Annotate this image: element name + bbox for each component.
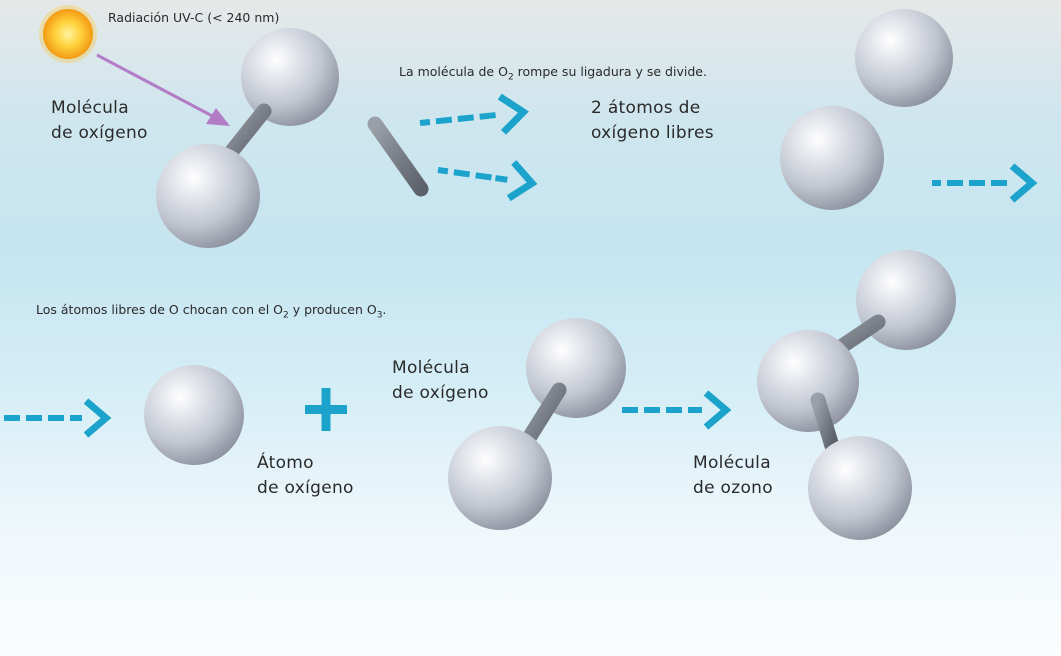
free-oxygen-atom <box>780 106 884 210</box>
oxygen-atom-icon <box>144 365 244 465</box>
oxygen-atom-label: Átomo de oxígeno <box>257 453 354 498</box>
ozone-molecule-label: Molécula de ozono <box>693 453 773 498</box>
step2-caption: Los átomos libres de O chocan con el O2 … <box>36 302 387 321</box>
plus-icon <box>305 388 347 431</box>
dashed-arrow-icon <box>437 160 538 202</box>
sun-icon <box>39 5 97 63</box>
oxygen-molecule-2-label: Molécula de oxígeno <box>392 358 489 403</box>
dashed-arrow-icon <box>419 93 529 135</box>
dashed-arrow-icon <box>622 390 732 430</box>
ozone-molecule <box>757 250 956 540</box>
uv-radiation-arrow <box>96 53 230 126</box>
free-atoms-label: 2 átomos de oxígeno libres <box>591 98 714 143</box>
free-oxygen-atom <box>855 9 953 107</box>
oxygen-molecule <box>448 318 626 530</box>
step1-caption: La molécula de O2 rompe su ligadura y se… <box>399 64 707 83</box>
broken-bond <box>367 116 429 197</box>
oxygen-molecule-label: Molécula de oxígeno <box>51 98 148 143</box>
oxygen-molecule <box>156 28 339 248</box>
dashed-arrow-icon <box>4 398 112 438</box>
uv-radiation-label: Radiación UV-C (< 240 nm) <box>108 10 280 25</box>
dashed-arrow-icon <box>932 163 1038 203</box>
